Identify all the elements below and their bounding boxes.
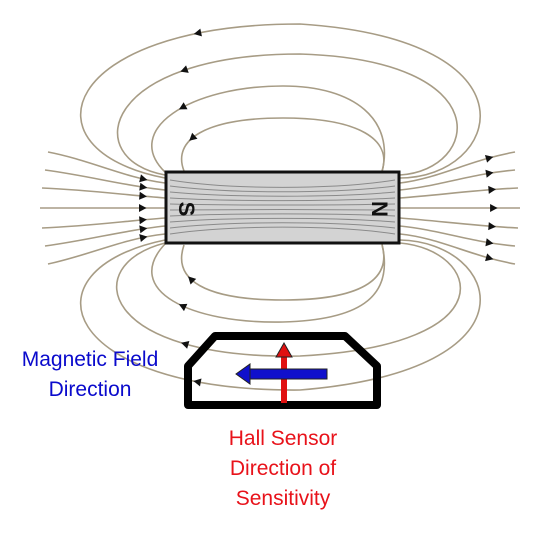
field-direction-arrow — [247, 368, 328, 380]
field-line-loop-7 — [151, 243, 386, 323]
magnet-internal-line-9 — [169, 222, 396, 229]
field-line-loop-3-arrow — [179, 102, 188, 110]
field-line-right-3-arrow — [488, 185, 496, 194]
field-line-left-6-arrow — [139, 225, 148, 234]
hall-sensor — [184, 332, 381, 409]
field-line-right-2 — [399, 169, 516, 191]
field-line-right-7-arrow — [485, 253, 494, 262]
field-line-loop-3 — [151, 85, 386, 173]
field-line-left-6 — [44, 225, 166, 247]
field-caption-line-2: Direction — [48, 378, 132, 401]
field-line-right-2-arrow — [485, 169, 494, 178]
field-line-left-7 — [47, 233, 166, 265]
field-line-right-5-arrow — [488, 222, 496, 231]
sensor-caption-line-2: Direction of — [229, 457, 337, 480]
field-line-right-1-arrow — [484, 154, 494, 163]
magnet-internal-line-3 — [169, 191, 396, 197]
magnet-internal-line-6 — [169, 208, 396, 211]
north-pole-label: N — [367, 201, 392, 217]
field-line-left-5 — [41, 217, 166, 229]
field-line-left-1-arrow — [139, 174, 148, 183]
field-line-loop-5 — [79, 239, 481, 391]
field-line-loop-6-arrow — [181, 341, 190, 349]
magnet-internal-lines — [169, 179, 396, 235]
field-line-right-3 — [399, 187, 519, 199]
field-line-left-2-arrow — [139, 182, 148, 191]
sensor-caption-line-3: Sensitivity — [235, 487, 331, 510]
field-line-left-3 — [41, 187, 166, 199]
magnet-body — [164, 170, 401, 245]
field-line-right-5 — [399, 217, 519, 229]
field-line-left-2 — [44, 169, 166, 191]
field-line-right-7 — [399, 233, 516, 265]
field-lines — [39, 23, 520, 391]
hall-sensor-package — [184, 332, 381, 409]
field-direction-arrow-head — [235, 363, 251, 385]
magnet-internal-line-1 — [169, 179, 396, 188]
field-line-loop-8 — [180, 244, 385, 301]
field-line-right-1 — [399, 151, 516, 184]
field-caption-line-1: Magnetic Field — [21, 348, 159, 371]
field-line-loop-2-arrow — [180, 65, 189, 73]
magnet-internal-line-2 — [169, 185, 396, 193]
south-pole-label: S — [174, 202, 199, 217]
field-line-loop-1 — [79, 23, 481, 179]
magnet-internal-line-8 — [169, 217, 396, 223]
magnet-internal-line-7 — [169, 213, 396, 217]
sensitivity-arrow-head — [275, 341, 293, 358]
field-line-left-1 — [47, 151, 166, 184]
field-line-loop-6 — [115, 242, 462, 357]
magnetic-field-direction-caption: Magnetic Field Direction — [0, 345, 180, 405]
field-line-loop-8-arrow — [188, 276, 197, 285]
field-line-loop-2 — [116, 53, 458, 176]
field-line-right-6-arrow — [485, 238, 494, 247]
field-line-left-5-arrow — [139, 216, 147, 225]
field-line-left-3-arrow — [139, 191, 147, 200]
hall-sensor-caption: Hall Sensor Direction of Sensitivity — [168, 424, 398, 514]
magnet-internal-line-4 — [169, 197, 396, 202]
field-line-right-4-arrow — [490, 204, 498, 212]
magnet-internal-line-10 — [169, 226, 396, 235]
field-line-loop-4 — [180, 117, 385, 172]
field-line-loop-1-arrow — [193, 28, 202, 37]
field-line-loop-5-arrow — [193, 378, 202, 387]
magnet-internal-line-5 — [169, 203, 396, 206]
bar-magnet: S N — [164, 170, 401, 245]
field-line-left-4-arrow — [139, 204, 147, 212]
field-line-loop-7-arrow — [178, 303, 188, 312]
field-line-loop-4-arrow — [189, 132, 198, 141]
sensor-caption-line-1: Hall Sensor — [228, 427, 338, 450]
field-line-left-7-arrow — [139, 234, 148, 243]
field-line-right-6 — [399, 225, 516, 247]
